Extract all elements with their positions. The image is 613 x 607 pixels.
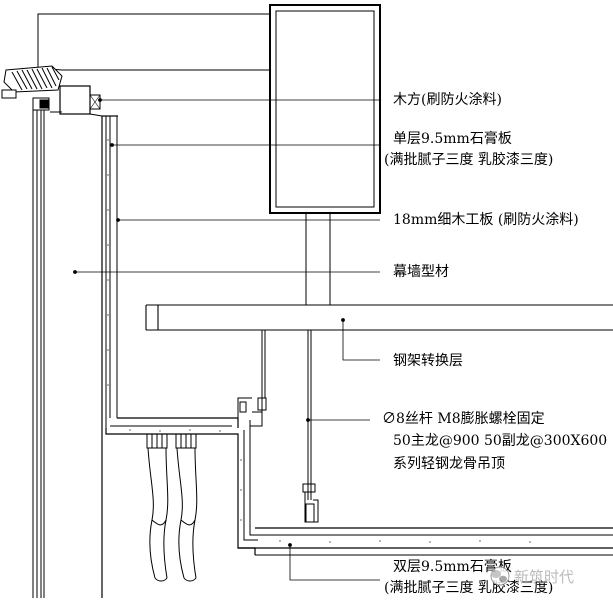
label-hanger-2: 50主龙@900 50副龙@300X600	[393, 433, 607, 449]
label-hanger-1: ∅8丝杆 M8膨胀螺栓固定	[382, 410, 545, 427]
label-gypsum-single-2: (满批腻子三度 乳胶漆三度)	[384, 151, 553, 168]
watermark: 新筑时代	[490, 566, 574, 586]
watermark-text: 新筑时代	[514, 568, 574, 586]
hanger-rods	[261, 330, 319, 523]
label-curtain-wall-profile: 幕墙型材	[393, 264, 449, 280]
label-wood-batten: 木方(刷防火涂料)	[393, 92, 502, 108]
label-gypsum-double-2: (满批腻子三度 乳胶漆三度)	[384, 579, 553, 596]
corner-bracket	[237, 397, 267, 427]
curtain-wall-mullion	[32, 110, 45, 598]
ceiling-dot-fill	[279, 540, 531, 543]
label-gypsum-single-1: 单层9.5mm石膏板	[393, 130, 512, 147]
bulkhead-wall	[89, 113, 118, 598]
ceiling-step-return	[105, 417, 264, 555]
leader-lines	[73, 98, 380, 581]
plywood-dot-fill	[107, 139, 109, 386]
louver-hatch-icon	[1, 65, 63, 99]
wechat-logo-icon	[490, 566, 510, 586]
curtain-wall-frame-lines	[37, 13, 270, 71]
label-steel-transfer: 钢架转换层	[393, 352, 463, 369]
wood-batten-assembly	[32, 85, 101, 115]
label-plywood: 18mm细木工板 (刷防火涂料)	[393, 212, 579, 228]
label-hanger-3: 系列轻钢龙骨吊顶	[393, 456, 505, 472]
main-ceiling-boards	[238, 527, 613, 556]
steel-transfer-layer	[145, 304, 613, 331]
label-gypsum-double-1: 双层9.5mm石膏板	[393, 558, 512, 575]
beam-hanger	[305, 213, 331, 305]
step-dot-fill	[129, 429, 242, 521]
downlight-beam-icon	[146, 433, 198, 582]
steel-box-beam	[269, 4, 381, 214]
